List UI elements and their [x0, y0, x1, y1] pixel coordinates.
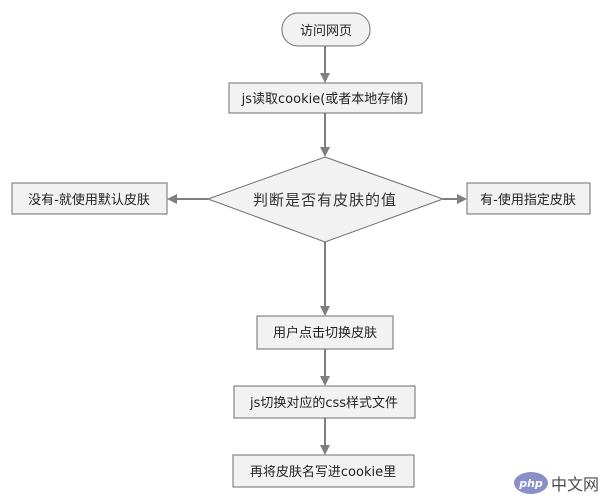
- no-branch-label: 没有-就使用默认皮肤: [28, 192, 150, 208]
- user-click-label: 用户点击切换皮肤: [273, 325, 377, 341]
- user-click-node: 用户点击切换皮肤: [256, 315, 394, 350]
- edges: [167, 46, 467, 455]
- yes-branch-node: 有-使用指定皮肤: [466, 182, 591, 215]
- decision-label: 判断是否有皮肤的值: [253, 191, 397, 209]
- read-cookie-node: js读取cookie(或者本地存储): [228, 82, 423, 114]
- arrow-decision-to-no: [167, 194, 177, 204]
- arrow-decision-to-click: [320, 306, 330, 316]
- watermark-text: 中文网: [551, 475, 600, 494]
- start-node: 访问网页: [281, 12, 371, 47]
- arrow-read-to-decision: [320, 147, 330, 157]
- arrow-start-to-read: [320, 73, 330, 83]
- read-cookie-label: js读取cookie(或者本地存储): [241, 92, 409, 107]
- switch-css-label: js切换对应的css样式文件: [249, 395, 398, 411]
- yes-branch-label: 有-使用指定皮肤: [480, 192, 576, 208]
- write-cookie-node: 再将皮肤名写进cookie里: [232, 454, 415, 488]
- arrow-switch-to-write: [320, 445, 330, 455]
- watermark: php 中文网: [514, 470, 599, 496]
- arrow-decision-to-yes: [457, 194, 467, 204]
- arrow-click-to-switch: [320, 376, 330, 386]
- decision-node: 判断是否有皮肤的值: [206, 156, 445, 243]
- switch-css-node: js切换对应的css样式文件: [233, 385, 416, 419]
- php-logo: php: [514, 472, 548, 494]
- no-branch-node: 没有-就使用默认皮肤: [11, 182, 168, 215]
- write-cookie-label: 再将皮肤名写进cookie里: [250, 464, 396, 480]
- start-node-label: 访问网页: [300, 24, 352, 39]
